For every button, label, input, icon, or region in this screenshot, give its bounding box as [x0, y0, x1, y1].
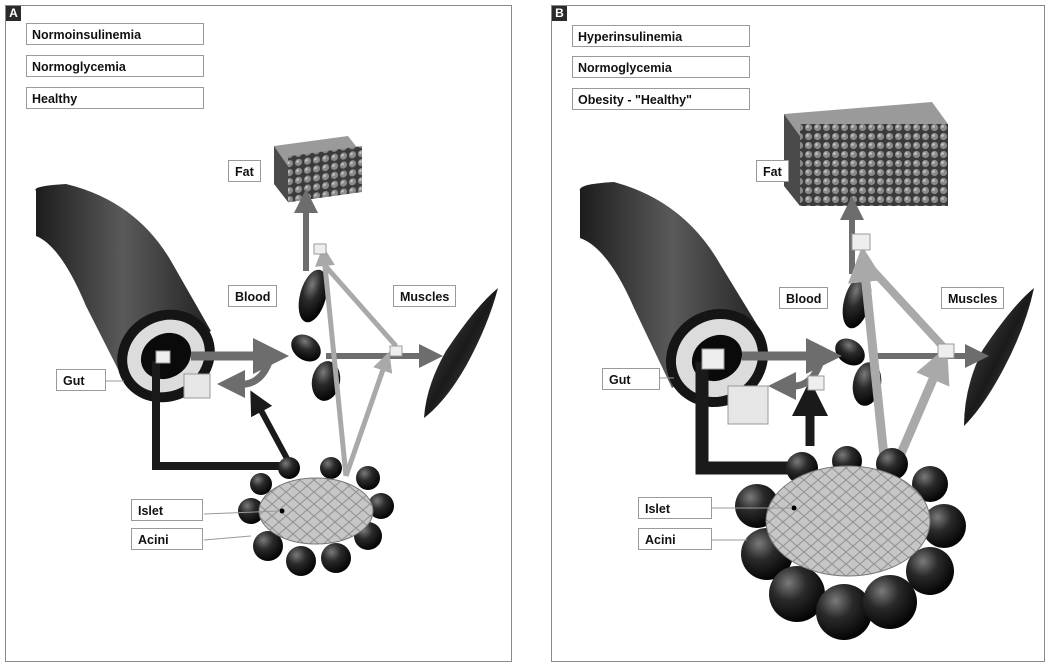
panel-b: B Hyperinsulinemia Normoglycemia Obesity… — [551, 5, 1045, 662]
label-acini: Acini — [638, 528, 712, 550]
pancreas — [238, 457, 394, 576]
label-muscles: Muscles — [393, 285, 456, 307]
pancreas — [735, 446, 966, 640]
label-muscles: Muscles — [941, 287, 1004, 309]
label-gut: Gut — [602, 368, 660, 390]
label-blood: Blood — [228, 285, 277, 307]
label-acini: Acini — [131, 528, 203, 550]
label-islet: Islet — [131, 499, 203, 521]
label-fat: Fat — [756, 160, 789, 182]
fat-tissue — [274, 136, 362, 202]
state-insulin: Normoinsulinemia — [26, 23, 204, 45]
fat-tissue — [784, 102, 948, 206]
panel-a: A Normoinsulinemia Normoglycemia Healthy… — [5, 5, 512, 662]
label-gut: Gut — [56, 369, 106, 391]
label-islet: Islet — [638, 497, 712, 519]
label-fat: Fat — [228, 160, 261, 182]
panel-tag: A — [6, 6, 21, 21]
state-health: Obesity - "Healthy" — [572, 88, 750, 110]
state-health: Healthy — [26, 87, 204, 109]
panel-tag: B — [552, 6, 567, 21]
state-insulin: Hyperinsulinemia — [572, 25, 750, 47]
state-glycemia: Normoglycemia — [26, 55, 204, 77]
label-blood: Blood — [779, 287, 828, 309]
state-glycemia: Normoglycemia — [572, 56, 750, 78]
